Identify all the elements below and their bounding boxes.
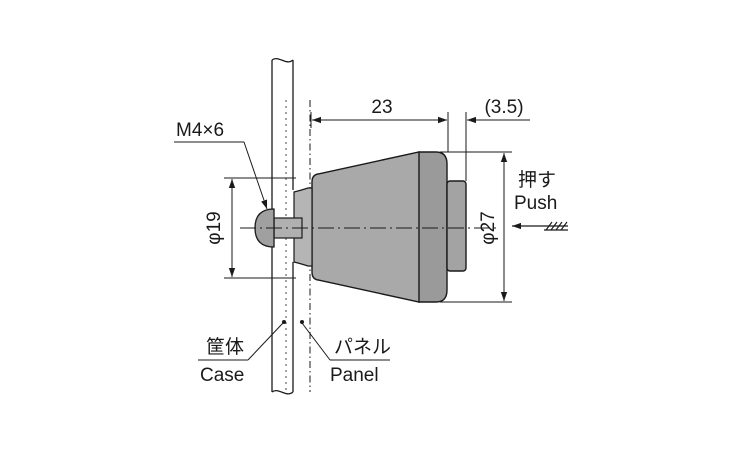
- bumper-cap: [418, 151, 448, 303]
- case-label-jp: 筐体: [206, 336, 244, 358]
- push-arrow: [512, 221, 568, 231]
- plunger: [446, 180, 467, 272]
- small-diameter-value: φ19: [204, 211, 225, 244]
- panel-label-en: Panel: [330, 365, 379, 386]
- push-label-jp: 押す: [518, 169, 556, 191]
- case-leader-dot: [282, 320, 286, 324]
- thread-callout: M4×6: [176, 120, 224, 141]
- large-diameter-value: φ27: [478, 211, 499, 244]
- panel-leader: [301, 322, 390, 361]
- case-leader: [198, 322, 284, 361]
- stroke-dimension: [430, 112, 530, 181]
- panel-leader-dot: [300, 320, 304, 324]
- large-diameter-dimension: [440, 151, 512, 303]
- small-diameter-dimension: [224, 177, 296, 279]
- panel-label-jp: パネル: [334, 337, 391, 358]
- stroke-value: (3.5): [484, 97, 523, 118]
- thread-leader: [174, 141, 268, 210]
- push-label-en: Push: [514, 193, 557, 214]
- length-dimension: [310, 112, 449, 152]
- flange: [293, 187, 313, 267]
- length-value: 23: [371, 97, 392, 118]
- case-label-en: Case: [200, 365, 244, 386]
